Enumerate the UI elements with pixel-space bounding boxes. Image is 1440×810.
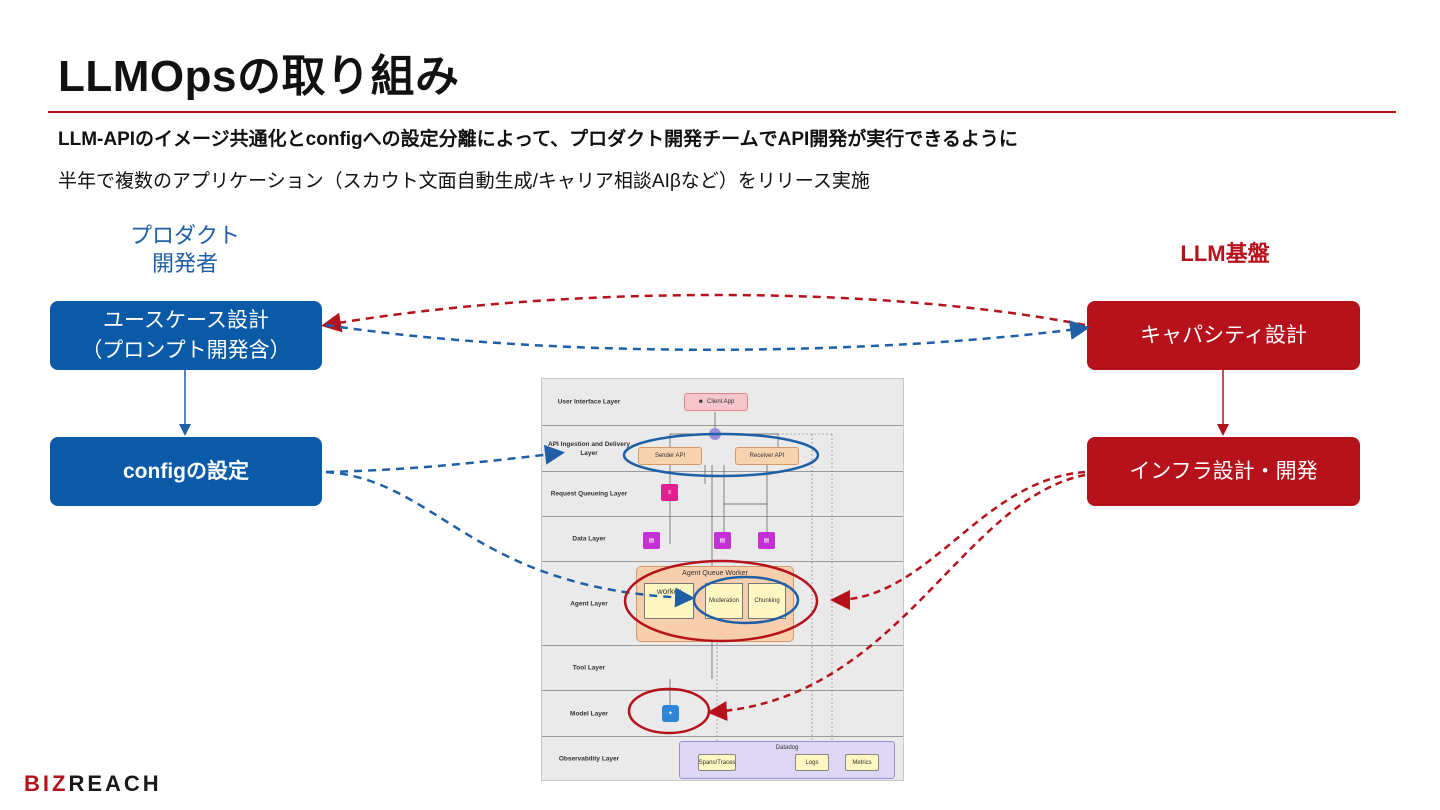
- layer-label: Agent Layer: [570, 600, 608, 607]
- config-setting-box: configの設定: [50, 437, 322, 506]
- metrics-node: Metrics: [845, 754, 879, 771]
- logo-part-2: REACH: [68, 771, 162, 796]
- layer-band: Request Queueing Layer: [542, 472, 903, 517]
- moderation-node: Moderation: [705, 583, 743, 619]
- person-icon: ☻: [697, 399, 704, 405]
- summary-line-1: LLM-APIのイメージ共通化とconfigへの設定分離によって、プロダクト開発…: [58, 129, 1018, 150]
- logo-part-1: BIZ: [24, 771, 69, 796]
- layer-label: Tool Layer: [572, 664, 606, 672]
- datadog-label: Datadog: [775, 744, 799, 751]
- chunking-highlight-ellipse: [692, 575, 800, 625]
- upper-blue-dashed-arrow: [325, 320, 1090, 351]
- architecture-connectors: [651, 412, 833, 751]
- layer-label: Model Layer: [570, 710, 608, 717]
- slide-title: LLMOpsの取り組み: [58, 52, 460, 101]
- receiver-api-node: Receiver API: [735, 447, 799, 465]
- developer-heading-line1: プロダクト: [129, 223, 240, 248]
- model-highlight-ellipse: [627, 687, 711, 735]
- chunking-node: Chunking: [748, 583, 786, 619]
- layer-label: Data Layer: [572, 535, 606, 543]
- agent-highlight-ellipse: [623, 559, 819, 643]
- spans-node: Spans/Traces: [698, 754, 736, 771]
- config-to-api-arrow: [325, 444, 565, 474]
- database-icon: ▤: [643, 532, 660, 549]
- infra-to-model-arrow: [707, 473, 1086, 722]
- layer-label: API Ingestion and Delivery Layer: [548, 440, 630, 457]
- model-icon: ✦: [662, 705, 679, 722]
- queue-icon: ≡: [661, 484, 678, 501]
- logs-node: Logs: [795, 754, 829, 771]
- title-divider: [48, 111, 1396, 113]
- config-to-agent-arrow: [325, 470, 695, 608]
- usecase-design-line2: （プロンプト開発含）: [81, 338, 291, 362]
- capacity-design-box: キャパシティ設計: [1087, 301, 1360, 370]
- api-highlight-ellipse: [622, 432, 820, 478]
- datadog-group: Datadog Spans/Traces Logs Metrics: [679, 741, 895, 779]
- sender-api-node: Sender API: [638, 447, 702, 465]
- usecase-design-line1: ユースケース設計: [103, 308, 269, 332]
- developer-heading-line2: 開発者: [151, 251, 218, 276]
- summary-line-2: 半年で複数のアプリケーション（スカウト文面自動生成/キャリア相談AIβなど）をリ…: [58, 171, 870, 192]
- infra-design-box: インフラ設計・開発: [1087, 437, 1360, 506]
- infra-to-agent-arrow: [830, 470, 1086, 610]
- usecase-design-box: ユースケース設計 （プロンプト開発含）: [50, 301, 322, 370]
- client-app-node: ☻Client App: [684, 393, 748, 411]
- client-app-label: Client App: [706, 399, 735, 405]
- database-icon: ▤: [714, 532, 731, 549]
- layer-label: Request Queueing Layer: [550, 490, 628, 498]
- platform-heading: LLM基盤: [1180, 241, 1270, 266]
- layer-label: User Interface Layer: [557, 398, 621, 406]
- developer-heading: プロダクト 開発者: [110, 222, 260, 278]
- company-logo: BIZREACH: [24, 771, 162, 797]
- layer-label: Observability Layer: [558, 755, 620, 762]
- database-icon: ▤: [758, 532, 775, 549]
- upper-red-dashed-arrow: [321, 293, 1086, 333]
- layer-band: Tool Layer: [542, 646, 903, 691]
